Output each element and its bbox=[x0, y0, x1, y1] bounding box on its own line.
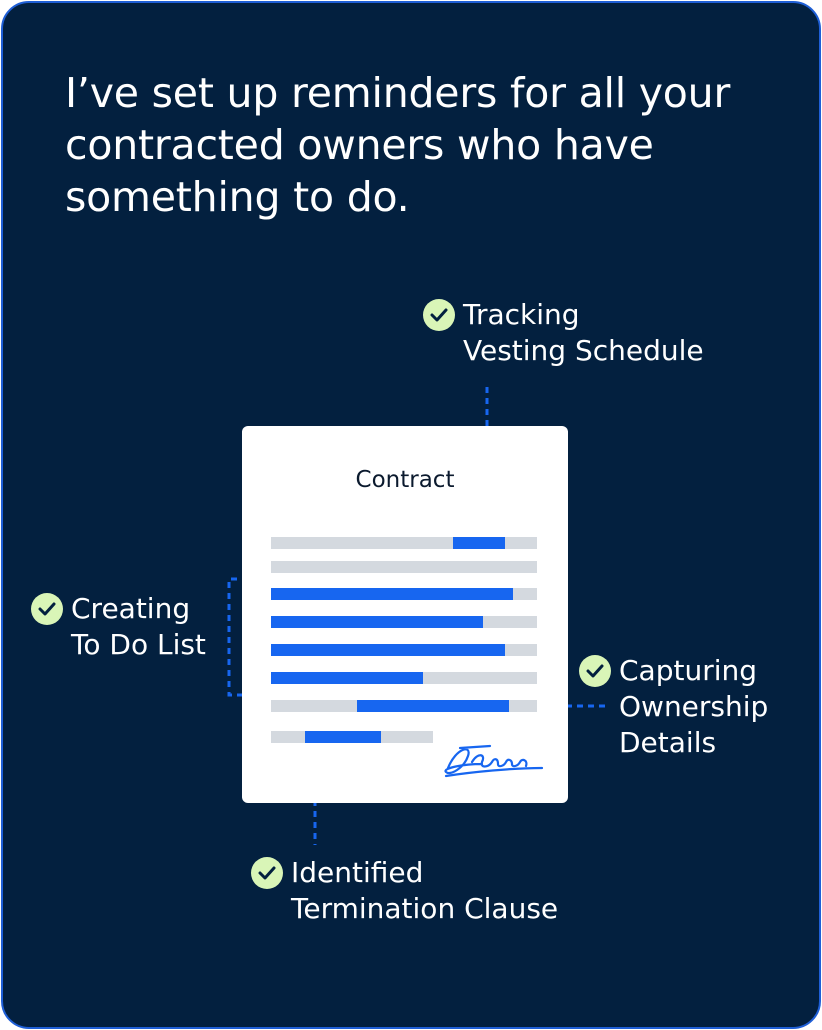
contract-line-todo-4 bbox=[271, 672, 537, 684]
callout-vesting-text: Tracking Vesting Schedule bbox=[463, 297, 704, 369]
callout-vesting: Tracking Vesting Schedule bbox=[423, 297, 704, 369]
highlight-todo-2 bbox=[271, 616, 483, 628]
headline: I’ve set up reminders for all your contr… bbox=[65, 69, 731, 221]
contract-line-ownership bbox=[271, 700, 537, 712]
callout-termination: Identified Termination Clause bbox=[251, 855, 558, 927]
highlight-ownership bbox=[357, 700, 509, 712]
check-circle-icon bbox=[251, 857, 283, 889]
check-circle-icon bbox=[31, 593, 63, 625]
callout-ownership: Capturing Ownership Details bbox=[579, 653, 768, 761]
highlight-termination bbox=[305, 731, 381, 743]
contract-line-todo-2 bbox=[271, 616, 537, 628]
callout-todo-text: Creating To Do List bbox=[71, 591, 206, 663]
highlight-vesting bbox=[453, 537, 505, 549]
contract-line-todo-3 bbox=[271, 644, 537, 656]
callout-ownership-line2: Ownership bbox=[619, 690, 769, 723]
contract-document: Contract bbox=[242, 426, 568, 803]
callout-ownership-line3: Details bbox=[619, 726, 717, 759]
highlight-todo-4 bbox=[271, 672, 423, 684]
contract-line-vesting bbox=[271, 537, 537, 549]
callout-vesting-line2: Vesting Schedule bbox=[463, 334, 704, 367]
contract-line-termination bbox=[271, 731, 433, 743]
signature-icon bbox=[444, 744, 544, 778]
contract-line-todo-1 bbox=[271, 588, 537, 600]
contract-line bbox=[271, 561, 537, 573]
highlight-todo-3 bbox=[271, 644, 505, 656]
callout-termination-line2: Termination Clause bbox=[291, 892, 559, 925]
callout-todo-line2: To Do List bbox=[71, 628, 206, 661]
check-circle-icon bbox=[423, 299, 455, 331]
check-circle-icon bbox=[579, 655, 611, 687]
contract-title: Contract bbox=[355, 467, 455, 493]
callout-vesting-line1: Tracking bbox=[463, 298, 580, 331]
callout-termination-line1: Identified bbox=[291, 856, 424, 889]
callout-todo: Creating To Do List bbox=[31, 591, 206, 663]
callout-termination-text: Identified Termination Clause bbox=[291, 855, 558, 927]
callout-ownership-line1: Capturing bbox=[619, 654, 758, 687]
highlight-todo-1 bbox=[271, 588, 513, 600]
callout-todo-line1: Creating bbox=[71, 592, 191, 625]
callout-ownership-text: Capturing Ownership Details bbox=[619, 653, 768, 761]
